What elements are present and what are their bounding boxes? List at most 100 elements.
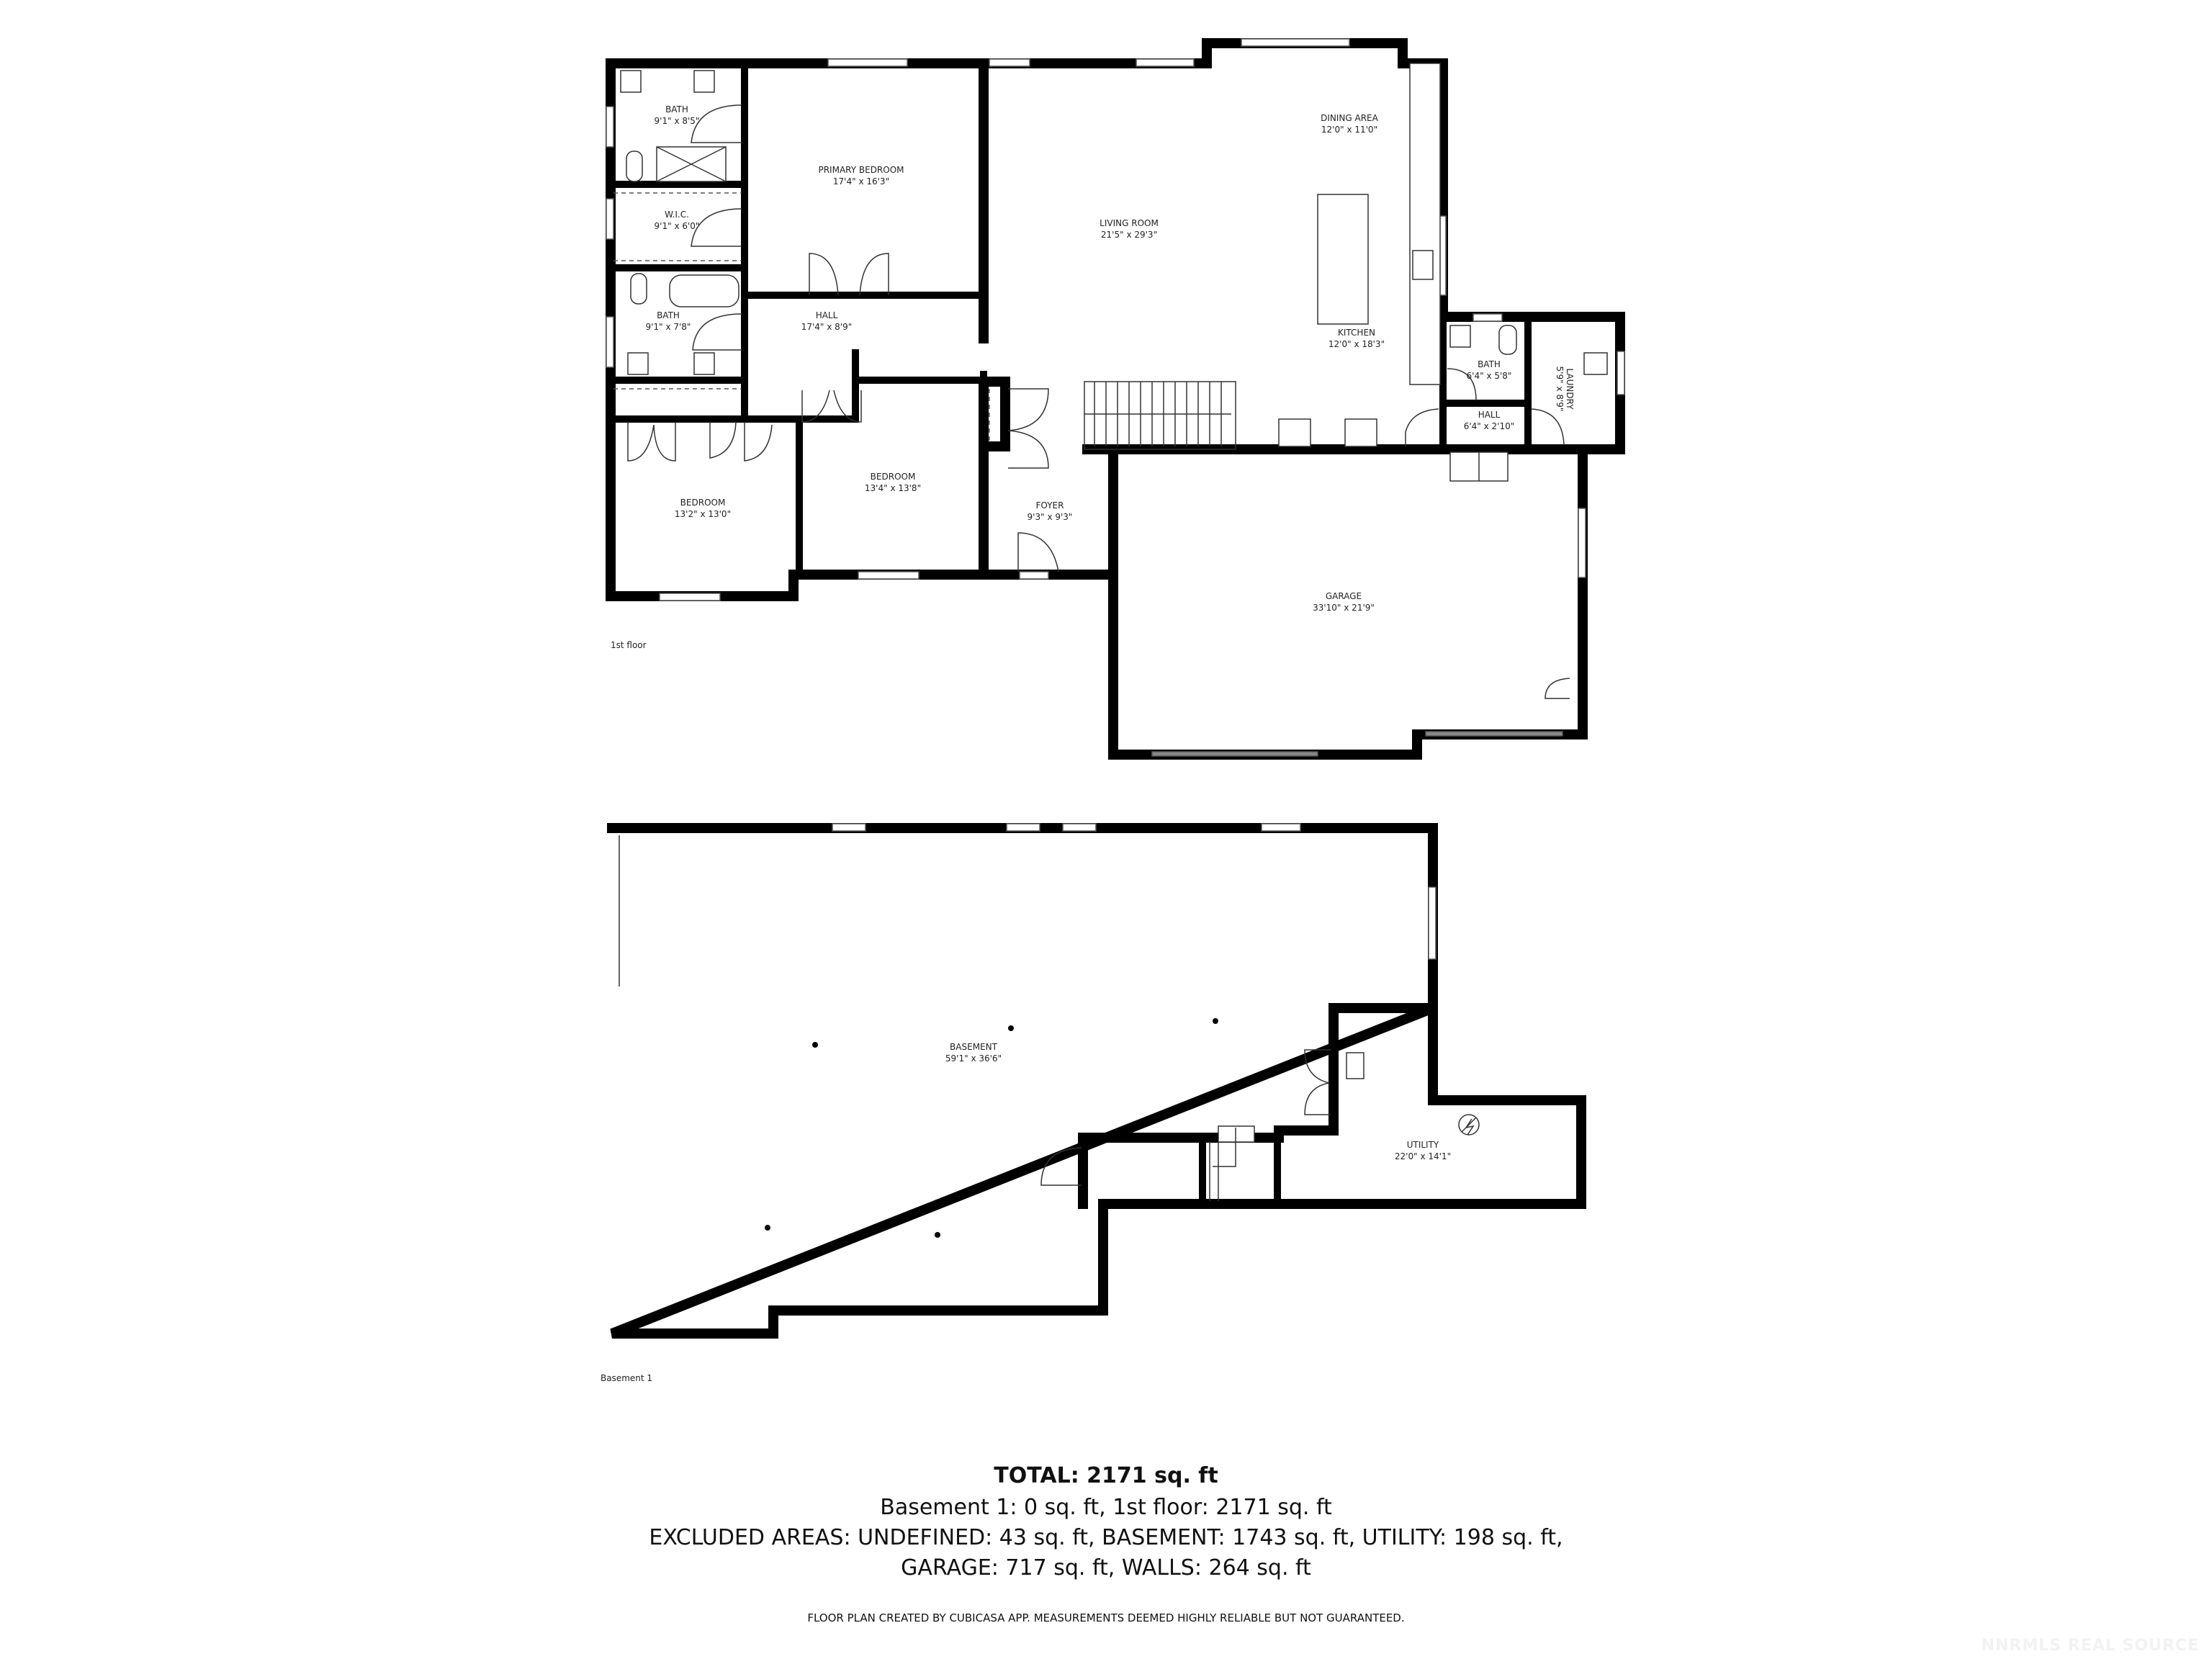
toilet-icon [630,273,647,305]
room-size-dining-area: 12'0" x 11'0" [1321,125,1377,135]
room-name-garage: GARAGE [1326,591,1362,601]
interior-walls-rear-bath [1439,313,1532,453]
room-size-hall-2: 6'4" x 2'10" [1464,421,1515,431]
room-name-bath-1: BATH [665,104,688,114]
window [1617,351,1625,395]
foyer-walls [979,377,1118,580]
basement-interior-walls [1199,1134,1281,1208]
room-name-hall-2: HALL [1478,410,1501,420]
window [827,58,908,67]
sink-icon [620,70,642,93]
window [1428,886,1437,960]
room-size-garage: 33'10" x 21'9" [1313,603,1375,613]
door-swing [691,208,742,247]
room-size-basement: 59'1" x 36'6" [945,1053,1002,1064]
room-name-bath-2: BATH [657,310,680,320]
closet-door [709,421,737,459]
excluded-areas-line-2: GARAGE: 717 sq. ft, WALLS: 264 sq. ft [901,1555,1311,1581]
room-name-kitchen: KITCHEN [1338,328,1375,338]
support-post [935,1232,940,1238]
room-size-living-room: 21'5" x 29'3" [1101,230,1157,240]
appliance [1344,418,1377,447]
bathtub-icon [669,274,739,307]
support-post [1008,1025,1014,1031]
support-post [812,1042,818,1048]
sink-icon [693,352,715,375]
room-size-utility: 22'0" x 14'1" [1395,1151,1451,1161]
window [858,571,920,580]
window [1473,313,1503,322]
window [659,593,721,601]
sliding-door [1241,38,1350,47]
stair-landing [1218,1125,1255,1143]
disclaimer: FLOOR PLAN CREATED BY CUBICASA APP. MEAS… [807,1611,1405,1624]
door-swing [1447,368,1477,401]
window [1136,58,1195,67]
door-swing [692,313,742,351]
window [1062,823,1097,832]
garage-door [1425,731,1563,737]
interior-walls-bedroom-wing [607,60,987,578]
sink-icon [627,352,649,375]
sink-icon [693,70,715,93]
kitchen-counter [1409,63,1441,385]
room-size-laundry: 5'9" x 8'9" [1555,367,1565,412]
basement-stairs [1209,1128,1236,1201]
kitchen-sink-icon [1412,250,1434,280]
window [1578,508,1586,578]
sliding-door [1261,823,1301,832]
coat-closet-door [1007,388,1049,469]
support-post [1213,1018,1218,1024]
watermark-logo: NNRMLS REAL SOURCE [1981,1637,2199,1655]
closet-double-door [801,390,862,423]
room-name-hall: HALL [816,310,838,320]
room-name-bath-3: BATH [1478,359,1501,369]
floor-label-first: 1st floor [611,640,647,650]
garage-side-door [1545,678,1570,699]
window [606,316,614,368]
window [1006,823,1040,832]
utility-double-door [1304,1049,1331,1115]
basement-utility-wall [1078,1003,1339,1209]
room-size-primary-bedroom: 17'4" x 16'3" [833,176,889,186]
closet-double-door [627,422,676,462]
basement-plan: BASEMENT 59'1" x 36'6" UTILITY 22'0" x 1… [601,823,1586,1383]
room-name-bedroom-1: BEDROOM [680,498,726,508]
excluded-areas-line-1: EXCLUDED AREAS: UNDEFINED: 43 sq. ft, BA… [649,1525,1563,1550]
support-post [765,1225,770,1231]
electrical-panel-icon [1458,1114,1480,1136]
toilet-icon [1498,325,1517,355]
room-name-living-room: LIVING ROOM [1100,218,1159,228]
room-size-bedroom-1: 13'2" x 13'0" [675,509,731,519]
room-name-utility: UTILITY [1407,1140,1439,1150]
room-size-hall: 17'4" x 8'9" [801,322,853,332]
room-name-primary-bedroom: PRIMARY BEDROOM [818,165,904,175]
room-size-wic: 9'1" x 6'0" [655,221,700,231]
water-heater [1346,1052,1364,1079]
room-size-foyer: 9'3" x 9'3" [1028,512,1073,522]
staircase [1084,381,1236,450]
front-door [1019,571,1049,580]
room-size-kitchen: 12'0" x 18'3" [1328,339,1385,349]
area-by-floor: Basement 1: 0 sq. ft, 1st floor: 2171 sq… [880,1495,1332,1520]
door-swing [1040,1147,1082,1186]
garage-door [1151,751,1318,757]
room-name-bedroom-2: BEDROOM [871,472,916,482]
room-name-dining-area: DINING AREA [1321,113,1379,123]
room-name-foyer: FOYER [1036,500,1064,511]
floor-label-basement: Basement 1 [601,1373,652,1383]
door-swing [1530,408,1565,446]
room-size-bath-3: 6'4" x 5'8" [1467,371,1512,381]
door-swing [1405,408,1439,446]
sink-icon [1449,325,1471,348]
room-name-basement: BASEMENT [950,1042,998,1052]
room-size-bath-1: 9'1" x 8'5" [655,116,700,126]
room-name-wic: W.I.C. [665,210,689,220]
toilet-icon [626,150,643,182]
window [832,823,866,832]
door-swing [744,422,773,462]
room-size-bath-2: 9'1" x 7'8" [646,322,691,332]
room-size-bedroom-2: 13'4" x 13'8" [865,483,921,493]
laundry-sink-icon [1583,352,1608,375]
